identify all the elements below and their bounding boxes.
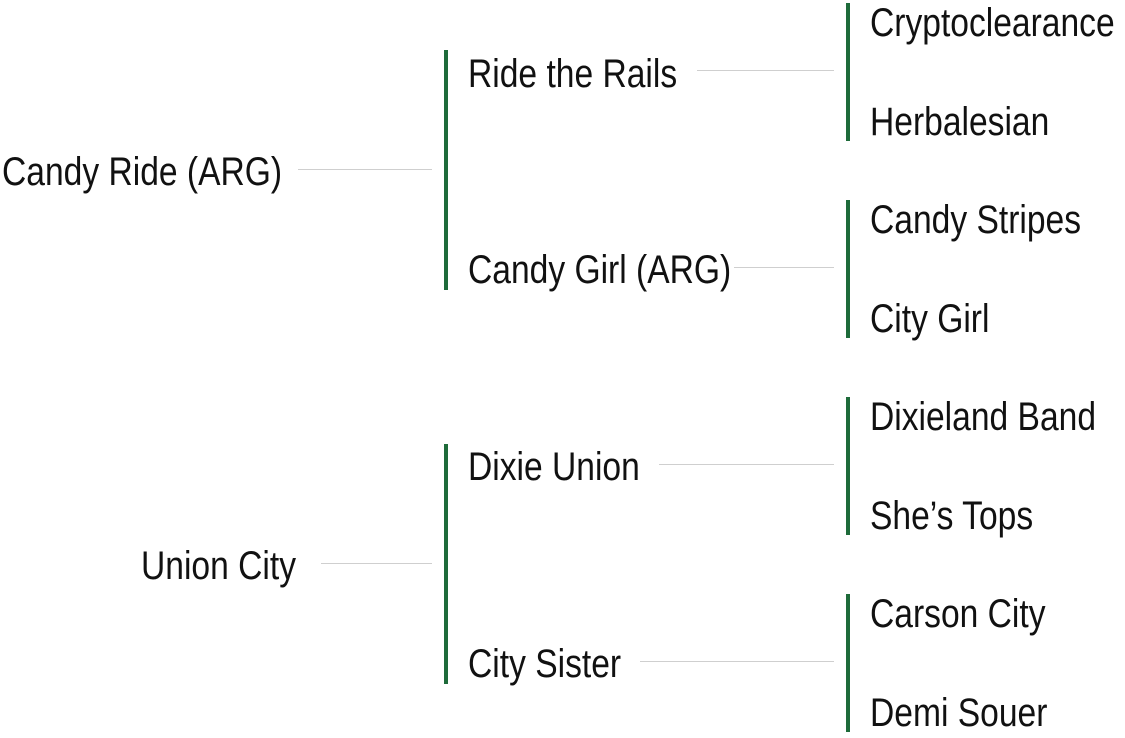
sire-offspring-bracket <box>444 50 448 290</box>
sire-dam-connector <box>734 267 834 268</box>
dam-sire-dam-name: She’s Tops <box>870 494 1034 538</box>
sire-sire-connector <box>697 70 834 71</box>
sire-sire-dam-name: Herbalesian <box>870 100 1050 144</box>
sire-sire-name: Ride the Rails <box>468 52 678 96</box>
dam-sire-offspring-bracket <box>846 397 850 535</box>
sire-dam-name: Candy Girl (ARG) <box>468 248 732 292</box>
sire-sire-offspring-bracket <box>846 3 850 141</box>
dam-sire-sire-name: Dixieland Band <box>870 395 1097 439</box>
dam-sire-name: Dixie Union <box>468 445 640 489</box>
sire-name: Candy Ride (ARG) <box>2 150 283 194</box>
sire-dam-sire-name: Candy Stripes <box>870 198 1082 242</box>
sire-dam-offspring-bracket <box>846 200 850 338</box>
dam-sire-connector <box>659 464 834 465</box>
dam-dam-sire-name: Carson City <box>870 592 1046 636</box>
dam-offspring-bracket <box>444 444 448 684</box>
dam-dam-connector <box>640 661 834 662</box>
sire-sire-sire-name: Cryptoclearance <box>870 1 1115 45</box>
sire-connector <box>298 169 432 170</box>
dam-dam-name: City Sister <box>468 642 622 686</box>
dam-name: Union City <box>141 544 296 588</box>
dam-connector <box>321 563 432 564</box>
dam-dam-dam-name: Demi Souer <box>870 691 1048 735</box>
dam-dam-offspring-bracket <box>846 594 850 732</box>
sire-dam-dam-name: City Girl <box>870 297 990 341</box>
